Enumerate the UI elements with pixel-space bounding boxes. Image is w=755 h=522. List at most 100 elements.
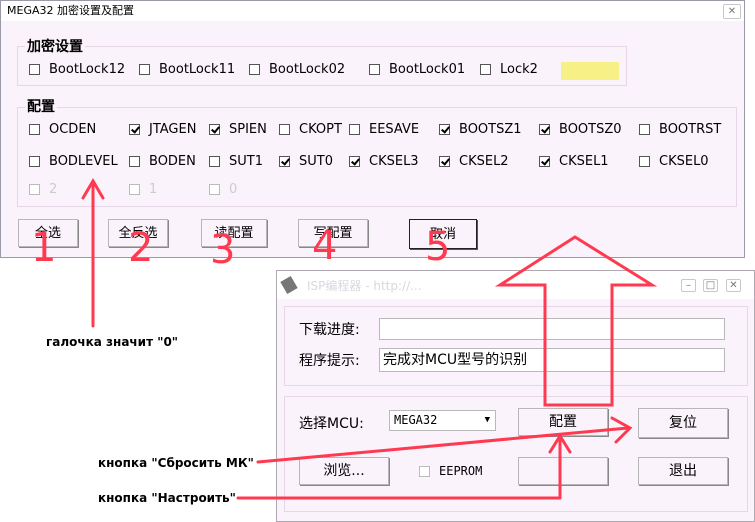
checkbox-box — [439, 155, 450, 167]
note-reset-button: кнопка "Сбросить МК" — [98, 456, 254, 470]
fuse-bit-label: 1 — [149, 181, 158, 197]
checkbox-box — [480, 63, 491, 75]
arrow-reset — [256, 426, 630, 464]
close-icon[interactable]: ✕ — [726, 279, 741, 292]
checkbox-box — [209, 183, 220, 195]
fuse-bit-checkbox[interactable]: BOOTRST — [639, 120, 721, 138]
lock-bit-label: Lock2 — [500, 61, 538, 77]
fuse-bit-label: 0 — [229, 181, 238, 197]
annotation-number-3: 3 — [210, 227, 236, 273]
fuse-bit-label: EESAVE — [369, 121, 420, 137]
annotation-number-4: 4 — [312, 223, 338, 269]
checkbox-box — [349, 123, 360, 135]
checkbox-box — [129, 183, 140, 195]
programmer-window: ISP编程器 - http://... – □ ✕ 下载进度: 程序提示: 完成… — [276, 270, 755, 522]
fuse-bit-checkbox[interactable]: BODLEVEL — [29, 152, 118, 170]
read-config-button[interactable]: 读配置 — [201, 219, 267, 247]
checkbox-box — [369, 63, 380, 75]
fuse-bit-checkbox[interactable]: CKSEL1 — [539, 152, 609, 170]
fuse-bit-checkbox[interactable]: SPIEN — [209, 120, 267, 138]
fuse-bit-checkbox[interactable]: SUT1 — [209, 152, 263, 170]
mcu-label: 选择MCU: — [299, 416, 364, 432]
checkbox-box — [639, 123, 650, 135]
lock-bit-label: BootLock11 — [159, 61, 236, 77]
fuse-bit-checkbox[interactable]: BODEN — [129, 152, 196, 170]
fuse-bit-checkbox[interactable]: BOOTSZ0 — [539, 120, 622, 138]
fuse-bit-checkbox[interactable]: JTAGEN — [129, 120, 196, 138]
obscured-lock-checkbox[interactable] — [561, 62, 619, 80]
fuse-bit-label: BODEN — [149, 153, 196, 169]
checkbox-box — [539, 155, 550, 167]
select-all-button[interactable]: 全选 — [18, 219, 78, 247]
mcu-select-value: MEGA32 — [394, 413, 438, 427]
browse-button[interactable]: 浏览... — [299, 457, 389, 485]
fuse-bit-checkbox[interactable]: 2 — [29, 180, 57, 198]
exit-button[interactable]: 退出 — [638, 457, 728, 485]
fuse-bit-label: SUT1 — [229, 153, 263, 169]
checkbox-box — [29, 155, 40, 167]
lock-bit-checkbox[interactable]: Lock2 — [480, 60, 538, 78]
fuse-bit-checkbox[interactable]: CKSEL0 — [639, 152, 709, 170]
programmer-title: ISP编程器 - http://... — [307, 279, 422, 293]
reset-button[interactable]: 复位 — [638, 408, 728, 438]
lock-bit-checkbox[interactable]: BootLock12 — [29, 60, 125, 78]
program-button[interactable]: 编程 — [518, 457, 608, 485]
mcu-select[interactable]: MEGA32 ▼ — [389, 410, 496, 431]
lock-bit-checkbox[interactable]: BootLock01 — [369, 60, 465, 78]
cancel-button[interactable]: 取消 — [409, 219, 477, 249]
eeprom-checkbox[interactable]: EEPROM — [419, 462, 482, 480]
fuse-bit-checkbox[interactable]: 0 — [209, 180, 237, 198]
fuse-bit-checkbox[interactable]: EESAVE — [349, 120, 419, 138]
fuse-bit-label: CKSEL2 — [459, 153, 509, 169]
annotation-number-1: 1 — [31, 225, 57, 271]
hint-field: 完成对MCU型号的识别 — [379, 348, 725, 372]
eeprom-label: EEPROM — [439, 464, 483, 478]
fuse-bit-checkbox[interactable]: 1 — [129, 180, 157, 198]
fuse-bit-checkbox[interactable]: CKOPT — [279, 120, 342, 138]
dialog-title: MEGA32 加密设置及配置 — [1, 1, 744, 21]
controls-group — [284, 396, 748, 512]
checkbox-box — [349, 155, 360, 167]
fuse-bit-label: BOOTRST — [659, 121, 722, 137]
checkbox-box — [139, 63, 150, 75]
checkbox-box — [439, 123, 450, 135]
lock-bit-label: BootLock02 — [269, 61, 346, 77]
annotation-number-2: 2 — [128, 225, 154, 271]
fuse-bit-checkbox[interactable]: OCDEN — [29, 120, 96, 138]
lock-bit-checkbox[interactable]: BootLock02 — [249, 60, 345, 78]
chevron-down-icon: ▼ — [484, 415, 490, 425]
checkbox-box — [209, 155, 220, 167]
checkbox-box — [29, 183, 40, 195]
checkbox-box — [129, 155, 140, 167]
minimize-icon[interactable]: – — [681, 279, 696, 292]
fuse-bit-checkbox[interactable]: CKSEL2 — [439, 152, 509, 170]
lock-bit-label: BootLock01 — [389, 61, 466, 77]
checkbox-box — [539, 123, 550, 135]
checkbox-box — [639, 155, 650, 167]
maximize-icon[interactable]: □ — [703, 279, 718, 292]
config-button[interactable]: 配置 — [518, 408, 608, 436]
fuse-bit-label: 2 — [49, 181, 58, 197]
fuse-bit-label: CKSEL0 — [659, 153, 709, 169]
fuse-bit-label: CKOPT — [299, 121, 342, 137]
lock-group-title: 加密设置 — [25, 39, 85, 55]
checkbox-box — [209, 123, 220, 135]
note-checkbox-zero: галочка значит "0" — [46, 335, 179, 349]
note-config-button: кнопка "Настроить" — [98, 491, 236, 505]
fuse-bit-checkbox[interactable]: BOOTSZ1 — [439, 120, 522, 138]
eeprom-checkbox-box — [419, 465, 430, 477]
config-group-title: 配置 — [25, 99, 57, 115]
fuse-bit-label: CKSEL3 — [369, 153, 419, 169]
annotation-number-5: 5 — [425, 224, 451, 270]
invert-selection-button[interactable]: 全反选 — [108, 219, 168, 247]
write-config-button[interactable]: 写配置 — [298, 219, 368, 247]
close-icon[interactable]: ✕ — [723, 4, 741, 19]
fuse-bit-label: SUT0 — [299, 153, 333, 169]
fuse-bit-checkbox[interactable]: SUT0 — [279, 152, 333, 170]
progress-bar — [379, 318, 725, 340]
lock-bit-checkbox[interactable]: BootLock11 — [139, 60, 235, 78]
progress-label: 下载进度: — [299, 322, 360, 338]
fuse-bits-group — [17, 107, 737, 207]
fuse-bit-checkbox[interactable]: CKSEL3 — [349, 152, 419, 170]
